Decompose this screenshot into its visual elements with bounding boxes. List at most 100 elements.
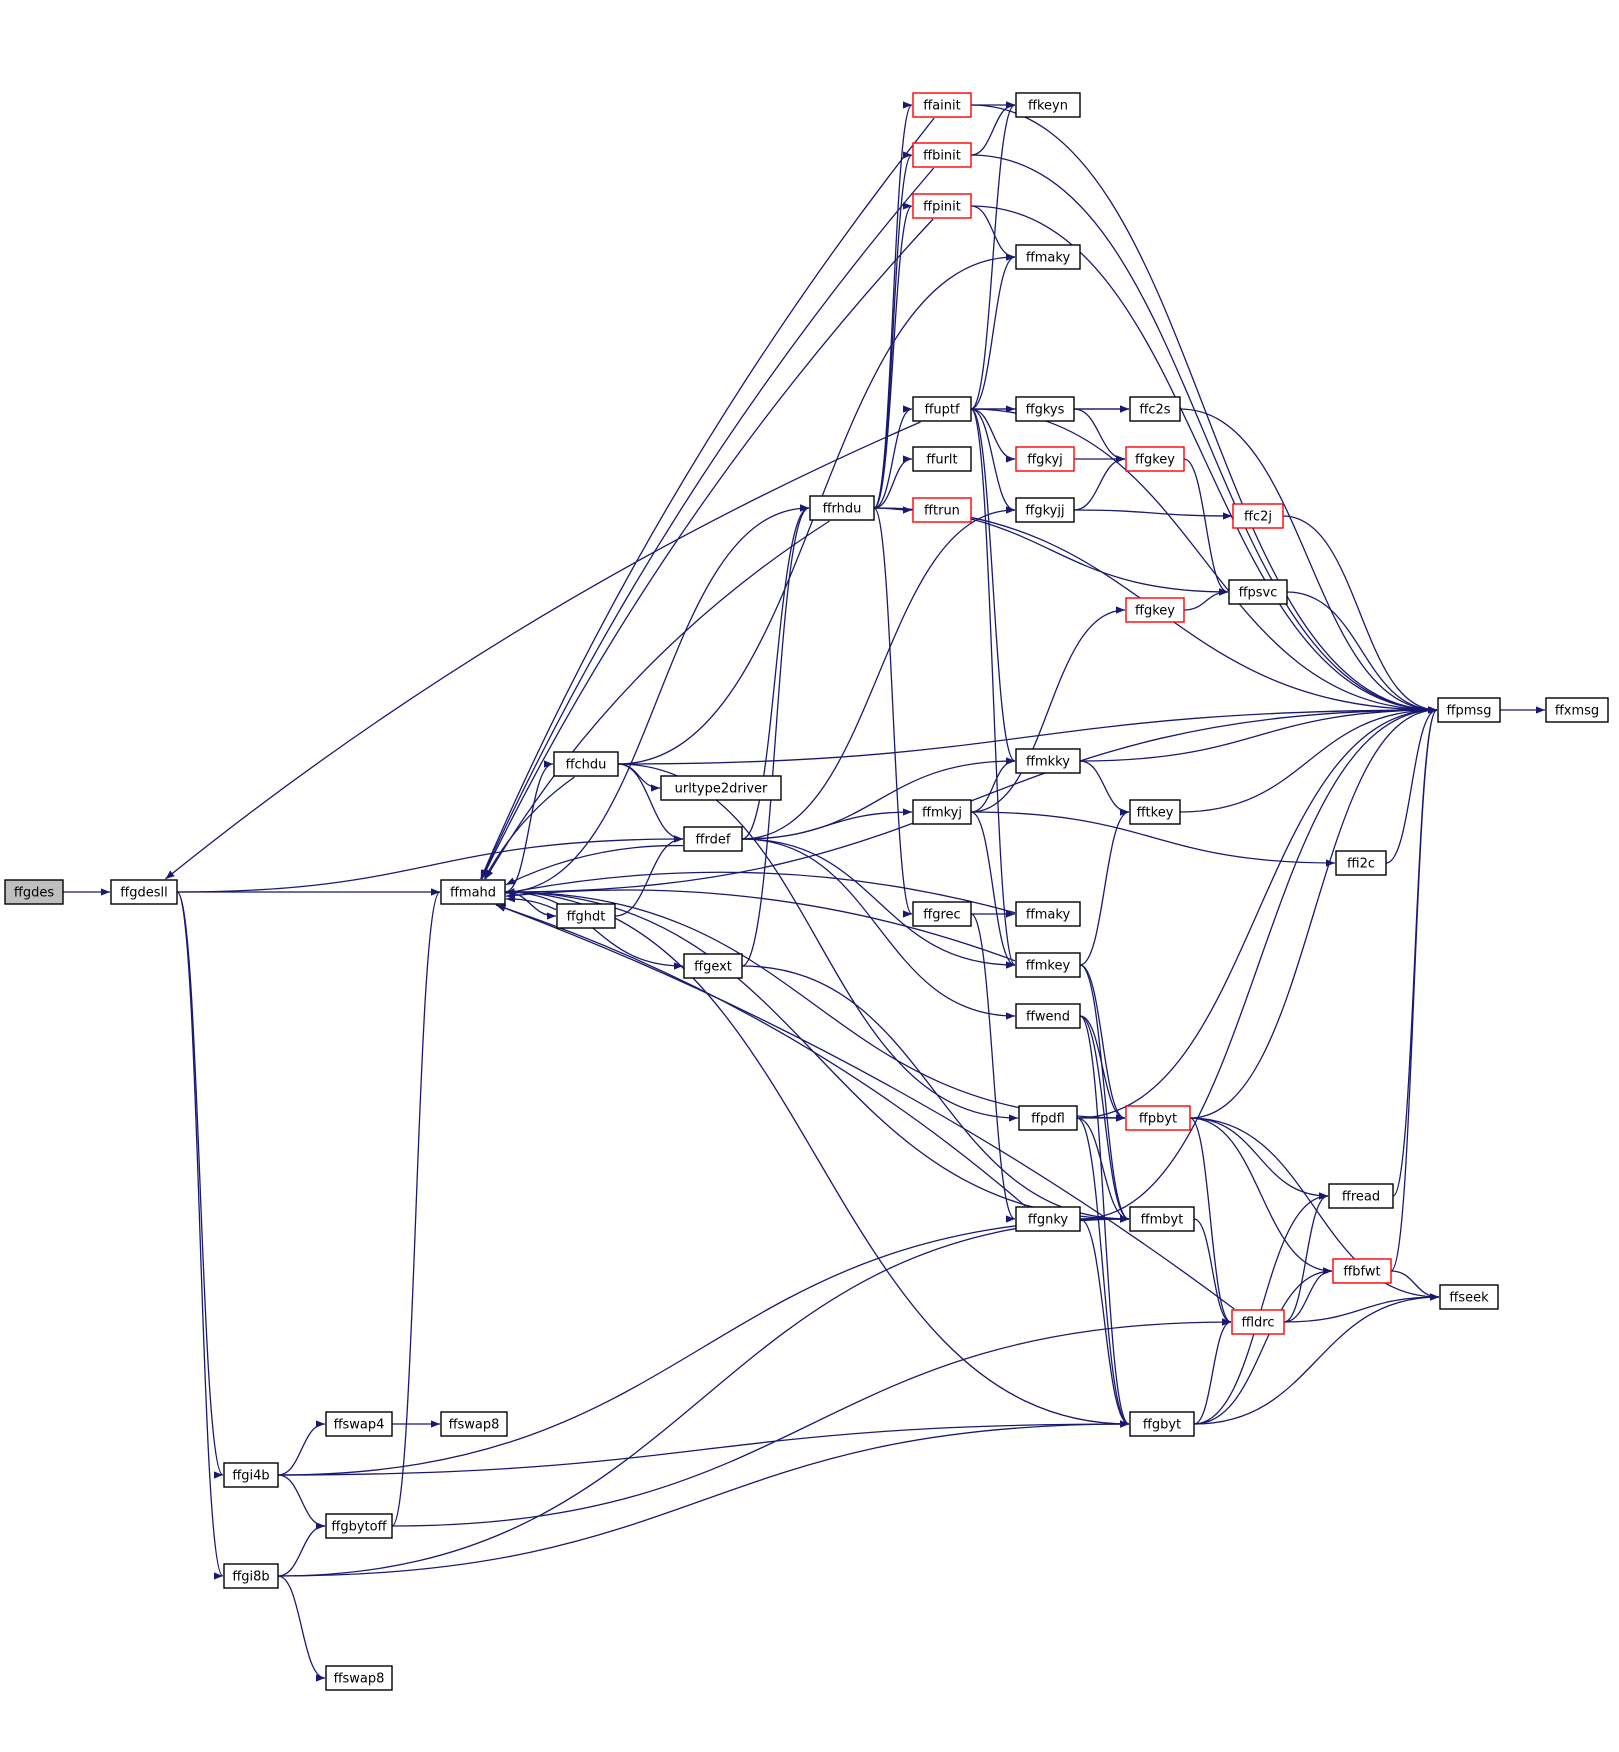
node-ffread[interactable]: ffread xyxy=(1328,1183,1394,1209)
node-box[interactable] xyxy=(912,142,972,168)
node-box[interactable] xyxy=(223,1563,279,1589)
node-box[interactable] xyxy=(1015,396,1075,422)
node-ffswap8_a[interactable]: ffswap8 xyxy=(440,1411,508,1437)
node-box[interactable] xyxy=(440,879,506,905)
node-ffldrc[interactable]: ffldrc xyxy=(1231,1309,1285,1335)
node-box[interactable] xyxy=(1129,1206,1195,1232)
node-ffmkky[interactable]: ffmkky xyxy=(1015,748,1081,774)
node-box[interactable] xyxy=(1015,497,1075,523)
node-box[interactable] xyxy=(556,903,616,929)
node-ffkeyn[interactable]: ffkeyn xyxy=(1015,92,1081,118)
node-ffgi4b[interactable]: ffgi4b xyxy=(223,1462,279,1488)
node-ffbinit[interactable]: ffbinit xyxy=(912,142,972,168)
node-ffgkys[interactable]: ffgkys xyxy=(1015,396,1075,422)
node-box[interactable] xyxy=(110,879,178,905)
node-box[interactable] xyxy=(912,396,972,422)
node-ffgkyjj[interactable]: ffgkyjj xyxy=(1015,497,1075,523)
node-box[interactable] xyxy=(1439,1284,1499,1310)
node-box[interactable] xyxy=(1015,1206,1081,1232)
node-box[interactable] xyxy=(1129,799,1181,825)
node-ffrhdu[interactable]: ffrhdu xyxy=(809,495,875,521)
node-ffwend[interactable]: ffwend xyxy=(1015,1003,1081,1029)
node-box[interactable] xyxy=(1125,597,1185,623)
node-box[interactable] xyxy=(1232,503,1284,529)
node-box[interactable] xyxy=(1129,396,1181,422)
node-box[interactable] xyxy=(1015,446,1075,472)
node-box[interactable] xyxy=(912,497,972,523)
node-ffpsvc[interactable]: ffpsvc xyxy=(1228,579,1288,605)
node-box[interactable] xyxy=(912,92,972,118)
node-ffi2c[interactable]: ffi2c xyxy=(1335,850,1387,876)
node-ffainit[interactable]: ffainit xyxy=(912,92,972,118)
node-ffpbyt[interactable]: ffpbyt xyxy=(1125,1105,1191,1131)
node-ffgi8b[interactable]: ffgi8b xyxy=(223,1563,279,1589)
node-box[interactable] xyxy=(1125,446,1185,472)
node-box[interactable] xyxy=(1437,697,1501,723)
node-ffghdt[interactable]: ffghdt xyxy=(556,903,616,929)
node-box[interactable] xyxy=(325,1513,393,1539)
node-box[interactable] xyxy=(325,1665,393,1691)
node-ffgkey_a[interactable]: ffgkey xyxy=(1125,446,1185,472)
node-box[interactable] xyxy=(912,193,972,219)
node-ffuptf[interactable]: ffuptf xyxy=(912,396,972,422)
node-ffgrec[interactable]: ffgrec xyxy=(912,901,972,927)
node-box[interactable] xyxy=(1328,1183,1394,1209)
node-ffurlt[interactable]: ffurlt xyxy=(912,446,972,472)
node-fftrun[interactable]: fftrun xyxy=(912,497,972,523)
node-ffchdu[interactable]: ffchdu xyxy=(553,751,619,777)
node-ffrdef[interactable]: ffrdef xyxy=(683,826,743,852)
node-box[interactable] xyxy=(1018,1105,1078,1131)
node-box[interactable] xyxy=(809,495,875,521)
node-ffxmsg[interactable]: ffxmsg xyxy=(1545,697,1609,723)
node-fftkey[interactable]: fftkey xyxy=(1129,799,1181,825)
node-box[interactable] xyxy=(1015,92,1081,118)
node-ffmkyj[interactable]: ffmkyj xyxy=(912,799,972,825)
node-box[interactable] xyxy=(1335,850,1387,876)
node-ffgkyj[interactable]: ffgkyj xyxy=(1015,446,1075,472)
node-ffgext[interactable]: ffgext xyxy=(683,953,743,979)
node-box[interactable] xyxy=(223,1462,279,1488)
node-ffc2j[interactable]: ffc2j xyxy=(1232,503,1284,529)
node-ffpinit[interactable]: ffpinit xyxy=(912,193,972,219)
node-box[interactable] xyxy=(1015,244,1081,270)
node-urltype2driver[interactable]: urltype2driver xyxy=(660,775,782,801)
node-ffgkey_b[interactable]: ffgkey xyxy=(1125,597,1185,623)
node-box[interactable] xyxy=(1228,579,1288,605)
node-box[interactable] xyxy=(440,1411,508,1437)
node-box[interactable] xyxy=(1015,748,1081,774)
node-ffgbyt[interactable]: ffgbyt xyxy=(1129,1411,1195,1437)
node-ffpmsg[interactable]: ffpmsg xyxy=(1437,697,1501,723)
node-ffgnky[interactable]: ffgnky xyxy=(1015,1206,1081,1232)
node-box[interactable] xyxy=(1129,1411,1195,1437)
node-ffgdesll[interactable]: ffgdesll xyxy=(110,879,178,905)
node-box[interactable] xyxy=(4,879,64,905)
node-ffbfwt[interactable]: ffbfwt xyxy=(1332,1258,1392,1284)
node-box[interactable] xyxy=(660,775,782,801)
node-box[interactable] xyxy=(1015,901,1081,927)
node-box[interactable] xyxy=(683,826,743,852)
node-box[interactable] xyxy=(1231,1309,1285,1335)
node-ffmbyt[interactable]: ffmbyt xyxy=(1129,1206,1195,1232)
node-box[interactable] xyxy=(912,901,972,927)
node-ffmahd[interactable]: ffmahd xyxy=(440,879,506,905)
node-ffseek[interactable]: ffseek xyxy=(1439,1284,1499,1310)
node-ffc2s[interactable]: ffc2s xyxy=(1129,396,1181,422)
node-ffmkey[interactable]: ffmkey xyxy=(1015,952,1081,978)
node-box[interactable] xyxy=(325,1411,393,1437)
node-box[interactable] xyxy=(1015,952,1081,978)
node-box[interactable] xyxy=(1545,697,1609,723)
node-box[interactable] xyxy=(683,953,743,979)
node-box[interactable] xyxy=(553,751,619,777)
node-box[interactable] xyxy=(1125,1105,1191,1131)
node-box[interactable] xyxy=(912,446,972,472)
node-ffmaky_top[interactable]: ffmaky xyxy=(1015,244,1081,270)
node-box[interactable] xyxy=(1332,1258,1392,1284)
node-ffpdfl[interactable]: ffpdfl xyxy=(1018,1105,1078,1131)
node-ffmaky_mid[interactable]: ffmaky xyxy=(1015,901,1081,927)
node-ffgbytoff[interactable]: ffgbytoff xyxy=(325,1513,393,1539)
node-ffswap8_b[interactable]: ffswap8 xyxy=(325,1665,393,1691)
node-box[interactable] xyxy=(1015,1003,1081,1029)
node-ffgdes[interactable]: ffgdes xyxy=(4,879,64,905)
node-ffswap4[interactable]: ffswap4 xyxy=(325,1411,393,1437)
node-box[interactable] xyxy=(912,799,972,825)
